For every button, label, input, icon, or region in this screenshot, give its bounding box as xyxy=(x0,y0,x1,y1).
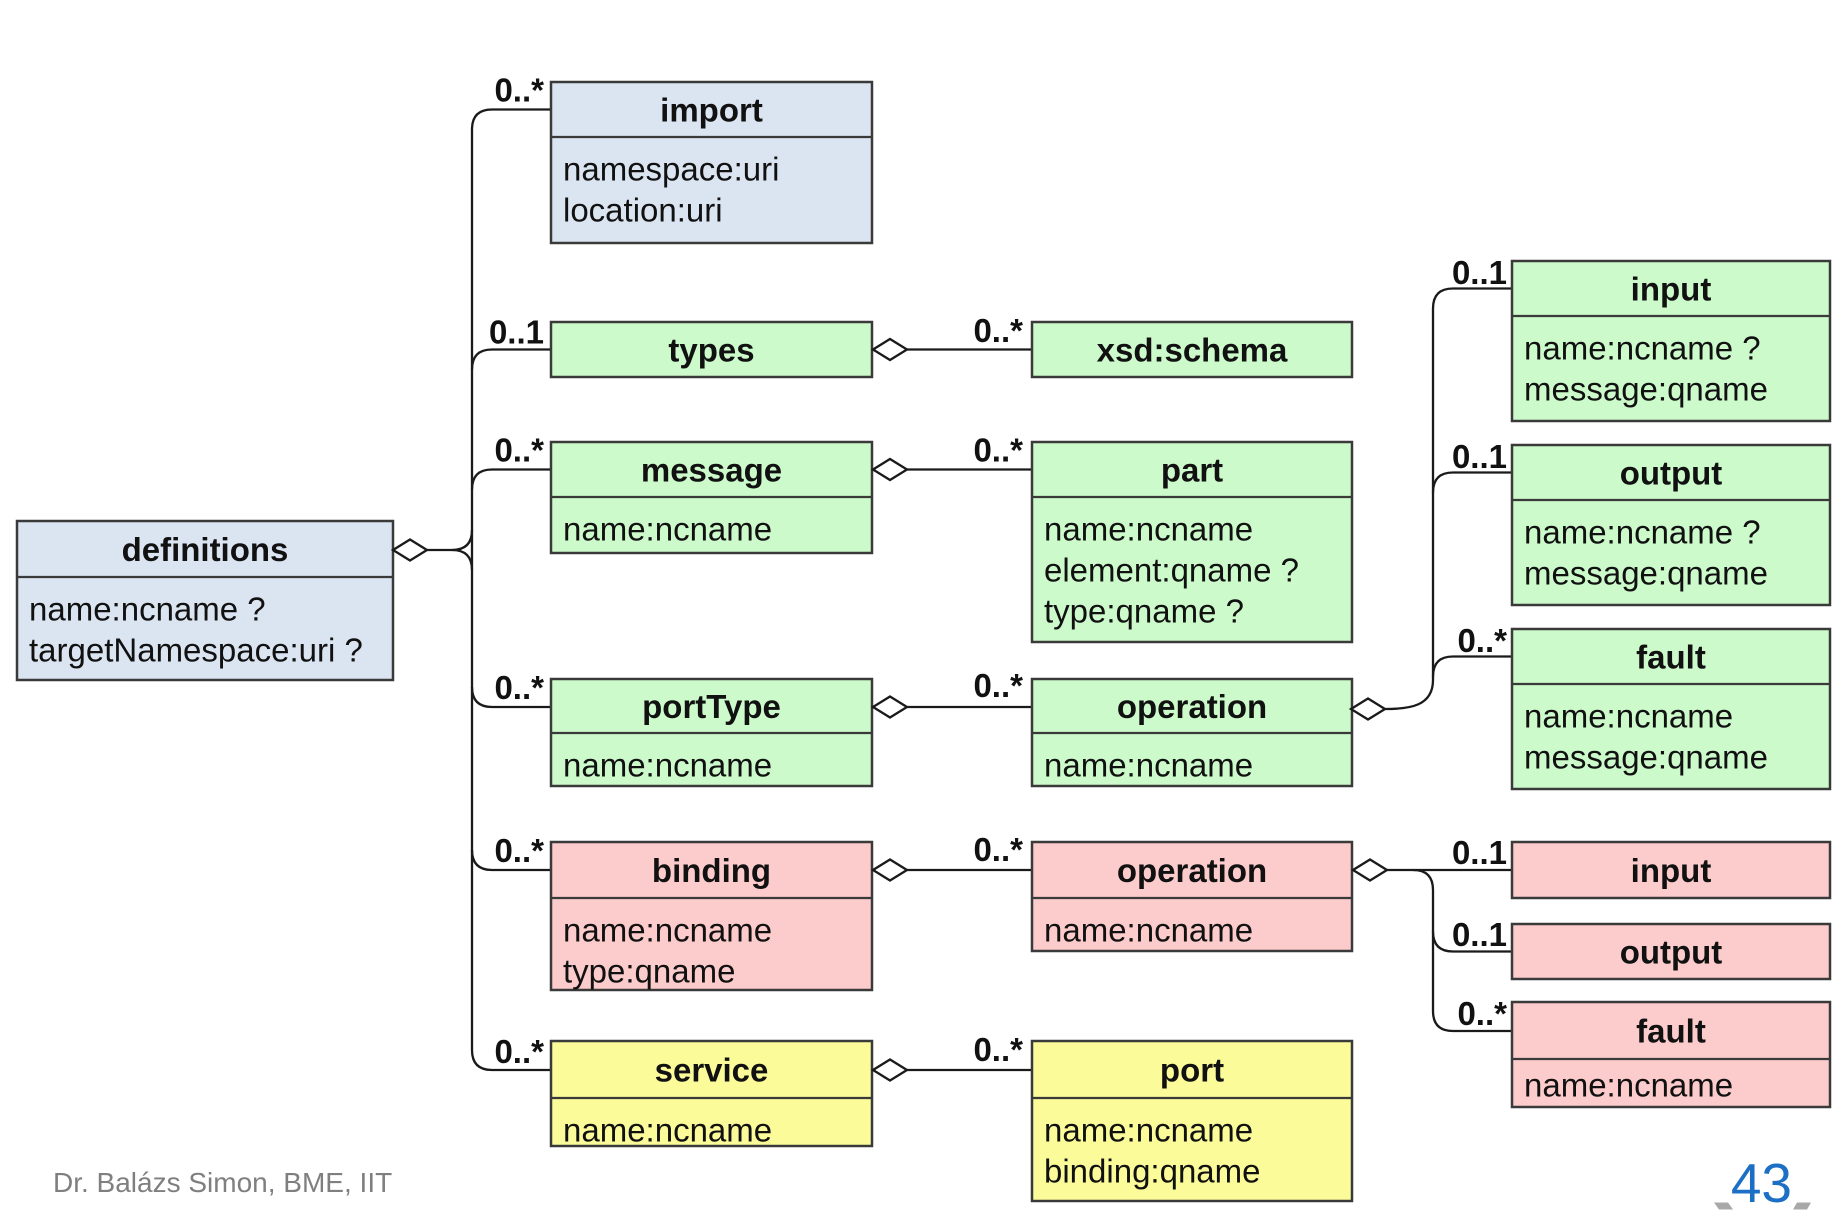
svg-text:message:qname: message:qname xyxy=(1524,739,1768,776)
svg-text:name:ncname: name:ncname xyxy=(1044,747,1253,784)
svg-text:input: input xyxy=(1631,852,1712,889)
svg-text:binding:qname: binding:qname xyxy=(1044,1153,1261,1190)
svg-text:name:ncname: name:ncname xyxy=(563,747,772,784)
svg-text:port: port xyxy=(1160,1051,1224,1088)
svg-text:name:ncname: name:ncname xyxy=(1524,698,1733,735)
svg-text:portType: portType xyxy=(642,688,781,725)
svg-text:Dr. Balázs Simon, BME, IIT: Dr. Balázs Simon, BME, IIT xyxy=(53,1167,392,1198)
svg-text:name:ncname: name:ncname xyxy=(563,511,772,548)
svg-text:0..*: 0..* xyxy=(973,1031,1023,1068)
svg-text:xsd:schema: xsd:schema xyxy=(1097,331,1288,368)
svg-text:0..*: 0..* xyxy=(494,72,544,109)
svg-text:import: import xyxy=(660,91,763,128)
svg-text:0..*: 0..* xyxy=(494,669,544,706)
svg-text:0..*: 0..* xyxy=(494,1033,544,1070)
svg-text:0..1: 0..1 xyxy=(1452,438,1507,475)
svg-text:namespace:uri: namespace:uri xyxy=(563,151,779,188)
svg-text:0..1: 0..1 xyxy=(1452,834,1507,871)
svg-text:location:uri: location:uri xyxy=(563,192,723,229)
svg-text:name:ncname: name:ncname xyxy=(1044,912,1253,949)
svg-text:operation: operation xyxy=(1117,688,1267,725)
svg-text:0..*: 0..* xyxy=(1457,622,1507,659)
svg-text:name:ncname ?: name:ncname ? xyxy=(1524,330,1761,367)
svg-text:name:ncname: name:ncname xyxy=(563,1112,772,1149)
svg-text:message:qname: message:qname xyxy=(1524,555,1768,592)
svg-text:name:ncname ?: name:ncname ? xyxy=(29,591,266,628)
svg-text:message: message xyxy=(641,451,782,488)
svg-text:part: part xyxy=(1161,451,1223,488)
svg-text:type:qname: type:qname xyxy=(563,953,735,990)
svg-text:service: service xyxy=(655,1051,769,1088)
svg-text:input: input xyxy=(1631,270,1712,307)
svg-text:0..1: 0..1 xyxy=(489,314,544,351)
svg-text:0..*: 0..* xyxy=(1457,995,1507,1032)
svg-text:operation: operation xyxy=(1117,852,1267,889)
svg-text:name:ncname ?: name:ncname ? xyxy=(1524,514,1761,551)
svg-text:0..*: 0..* xyxy=(494,832,544,869)
svg-text:targetNamespace:uri ?: targetNamespace:uri ? xyxy=(29,632,363,669)
svg-text:name:ncname: name:ncname xyxy=(1044,511,1253,548)
svg-text:0..*: 0..* xyxy=(494,432,544,469)
svg-text:name:ncname: name:ncname xyxy=(1524,1067,1733,1104)
svg-text:binding: binding xyxy=(652,852,771,889)
svg-text:0..1: 0..1 xyxy=(1452,254,1507,291)
svg-text:0..*: 0..* xyxy=(973,831,1023,868)
svg-text:types: types xyxy=(668,331,754,368)
svg-text:0..*: 0..* xyxy=(973,667,1023,704)
svg-text:name:ncname: name:ncname xyxy=(1044,1112,1253,1149)
svg-text:0..1: 0..1 xyxy=(1452,916,1507,953)
svg-text:43: 43 xyxy=(1731,1152,1792,1214)
svg-text:type:qname ?: type:qname ? xyxy=(1044,593,1244,630)
svg-text:output: output xyxy=(1620,933,1723,970)
svg-text:fault: fault xyxy=(1636,638,1706,675)
svg-text:output: output xyxy=(1620,454,1723,491)
svg-text:definitions: definitions xyxy=(122,531,289,568)
svg-text:0..*: 0..* xyxy=(973,432,1023,469)
svg-text:element:qname ?: element:qname ? xyxy=(1044,552,1299,589)
svg-text:fault: fault xyxy=(1636,1012,1706,1049)
svg-text:message:qname: message:qname xyxy=(1524,371,1768,408)
svg-text:name:ncname: name:ncname xyxy=(563,912,772,949)
svg-text:0..*: 0..* xyxy=(973,312,1023,349)
